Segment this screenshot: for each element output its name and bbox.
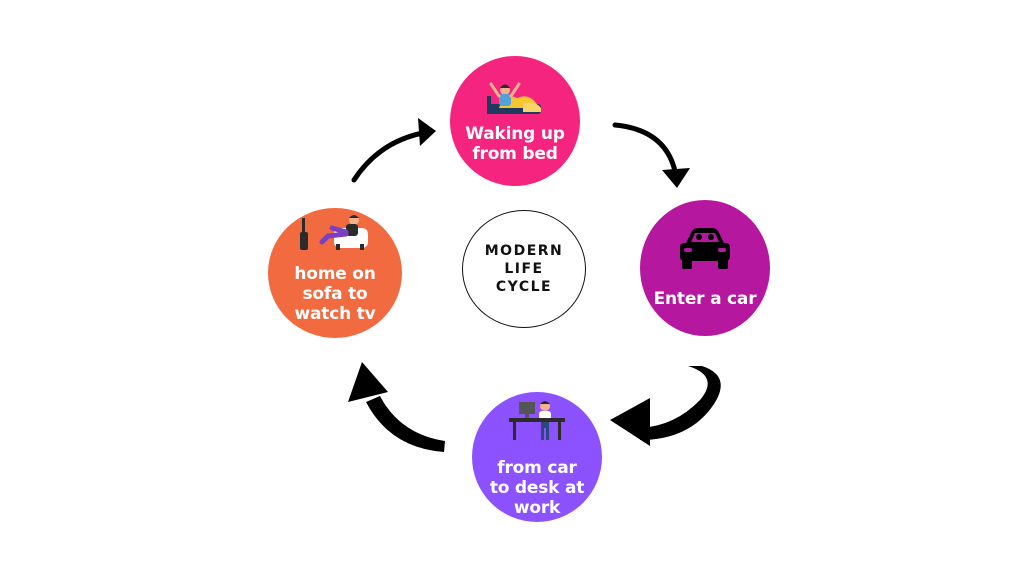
arrow-wakeup-to-car xyxy=(612,122,690,188)
arrow-car-to-desk xyxy=(610,366,721,446)
arrow-desk-to-sofa xyxy=(348,362,445,452)
person-at-desk-icon xyxy=(507,398,567,446)
arrow-sofa-to-wakeup xyxy=(351,118,436,183)
node-desk-at-work: from car to desk at work xyxy=(472,392,602,522)
car-front-icon xyxy=(676,227,734,275)
waking-up-in-bed-icon xyxy=(483,78,547,124)
node-label: Enter a car xyxy=(653,289,757,309)
node-label: Waking up from bed xyxy=(465,124,565,164)
center-circle: MODERN LIFE CYCLE xyxy=(462,210,586,328)
diagram-title: MODERN LIFE CYCLE xyxy=(484,243,564,295)
node-sofa-watch-tv: home on sofa to watch tv xyxy=(268,208,402,338)
node-enter-car: Enter a car xyxy=(640,200,770,336)
person-on-sofa-tv-icon xyxy=(298,214,372,258)
node-waking-up: Waking up from bed xyxy=(450,56,580,186)
node-label: home on sofa to watch tv xyxy=(294,264,376,324)
node-label: from car to desk at work xyxy=(489,458,585,518)
